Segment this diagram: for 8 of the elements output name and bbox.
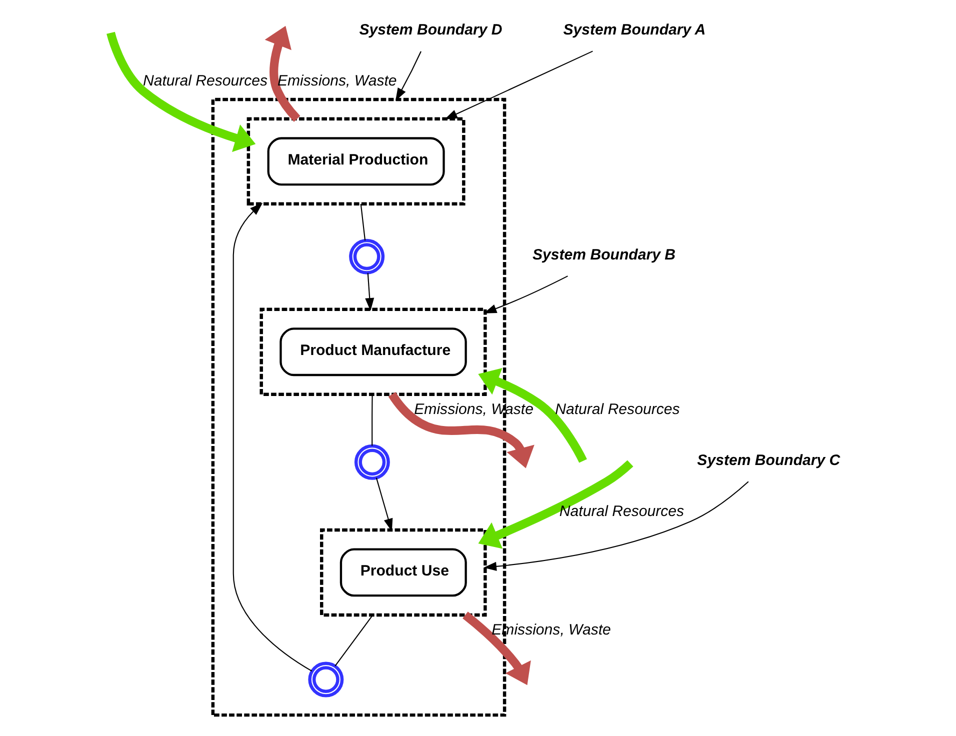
edge-label: Natural Resources xyxy=(559,503,684,520)
edge-label: Natural Resources xyxy=(555,400,680,418)
edge-label: Natural Resources xyxy=(142,72,268,90)
node-text: System Boundary B xyxy=(532,246,676,264)
node-text: System Boundary C xyxy=(697,452,840,470)
node-text: System Boundary A xyxy=(563,22,706,39)
edge-label: Emissions, Waste xyxy=(414,400,534,418)
node-text: System Boundary D xyxy=(359,22,502,39)
